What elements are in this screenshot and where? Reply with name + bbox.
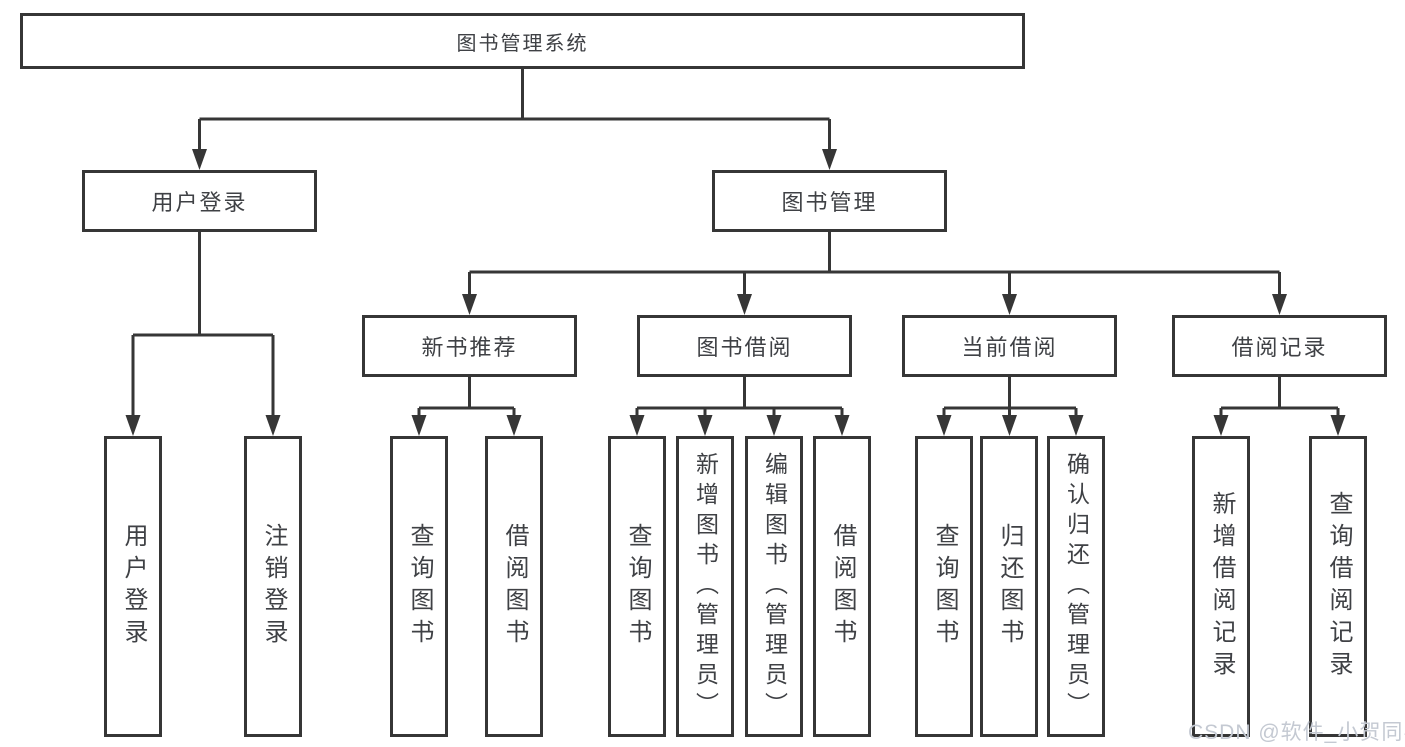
node-user-login: 用户登录: [82, 170, 317, 232]
edge-user-login-children: [125, 232, 281, 436]
arrowhead-icon: [834, 415, 850, 436]
arrowhead-icon: [1213, 415, 1229, 436]
arrowhead-icon: [411, 415, 427, 436]
node-borrow-record: 借阅记录: [1172, 315, 1387, 377]
edge-root-to-level2: [192, 69, 837, 170]
node-leaf-edit-book-admin: 编辑图书（管理员）: [745, 436, 803, 737]
arrowhead-icon: [265, 415, 281, 436]
arrowhead-icon: [1272, 294, 1287, 315]
node-leaf-confirm-return-admin: 确认归还（管理员）: [1047, 436, 1105, 737]
node-book-borrow: 图书借阅: [637, 315, 852, 377]
node-book-mgmt: 图书管理: [712, 170, 947, 232]
arrowhead-icon: [1002, 294, 1017, 315]
node-leaf-logout: 注销登录: [244, 436, 302, 737]
node-leaf-query-book-current: 查询图书: [915, 436, 973, 737]
node-leaf-query-book-borrow-label: 查询图书: [624, 522, 651, 651]
node-new-book-rec: 新书推荐: [362, 315, 577, 377]
arrowhead-icon: [737, 294, 752, 315]
node-leaf-borrow-book-borrow-label: 借阅图书: [829, 522, 856, 651]
node-book-borrow-label: 图书借阅: [696, 335, 793, 360]
node-leaf-query-borrow-record: 查询借阅记录: [1309, 436, 1367, 737]
node-leaf-query-book-borrow: 查询图书: [608, 436, 666, 737]
node-leaf-return-book-label: 归还图书: [996, 522, 1023, 651]
node-leaf-borrow-book-newrec: 借阅图书: [485, 436, 543, 737]
arrowhead-icon: [125, 415, 141, 436]
edge-new-book-children: [411, 377, 522, 436]
node-leaf-add-borrow-record: 新增借阅记录: [1192, 436, 1250, 737]
edge-current-borrow-children: [936, 377, 1084, 436]
arrowhead-icon: [192, 149, 207, 170]
arrowhead-icon: [697, 415, 713, 436]
node-leaf-borrow-book-borrow: 借阅图书: [813, 436, 871, 737]
edge-book-borrow-children: [629, 377, 850, 436]
node-leaf-logout-label: 注销登录: [260, 522, 287, 651]
node-leaf-borrow-book-newrec-label: 借阅图书: [501, 522, 528, 651]
arrowhead-icon: [1068, 415, 1084, 436]
node-leaf-add-book-admin: 新增图书（管理员）: [676, 436, 734, 737]
arrowhead-icon: [462, 294, 477, 315]
arrowhead-icon: [936, 415, 952, 436]
arrowhead-icon: [506, 415, 522, 436]
node-leaf-query-book-newrec-label: 查询图书: [406, 522, 433, 651]
csdn-watermark: CSDN @软件_小贺同学: [1188, 721, 1405, 744]
node-leaf-user-login-label: 用户登录: [120, 522, 147, 651]
node-new-book-rec-label: 新书推荐: [421, 335, 518, 360]
node-leaf-user-login: 用户登录: [104, 436, 162, 737]
arrowhead-icon: [822, 149, 837, 170]
node-user-login-label: 用户登录: [151, 190, 248, 215]
edge-borrow-record-children: [1213, 377, 1346, 436]
node-leaf-confirm-return-admin-label: 确认归还（管理员）: [1063, 451, 1090, 722]
node-borrow-record-label: 借阅记录: [1231, 335, 1328, 360]
arrowhead-icon: [1002, 415, 1017, 436]
node-current-borrow-label: 当前借阅: [961, 335, 1058, 360]
node-leaf-edit-book-admin-label: 编辑图书（管理员）: [761, 451, 788, 722]
edge-book-mgmt-children: [462, 232, 1287, 315]
node-leaf-return-book: 归还图书: [980, 436, 1038, 737]
node-leaf-query-book-current-label: 查询图书: [931, 522, 958, 651]
node-leaf-add-borrow-record-label: 新增借阅记录: [1208, 490, 1235, 683]
node-root: 图书管理系统: [20, 13, 1025, 69]
node-leaf-add-book-admin-label: 新增图书（管理员）: [692, 451, 719, 722]
node-current-borrow: 当前借阅: [902, 315, 1117, 377]
arrowhead-icon: [629, 415, 645, 436]
node-leaf-query-borrow-record-label: 查询借阅记录: [1325, 490, 1352, 683]
node-root-label: 图书管理系统: [456, 32, 589, 55]
node-leaf-query-book-newrec: 查询图书: [390, 436, 448, 737]
arrowhead-icon: [766, 415, 782, 436]
arrowhead-icon: [1330, 415, 1346, 436]
node-book-mgmt-label: 图书管理: [781, 190, 878, 215]
